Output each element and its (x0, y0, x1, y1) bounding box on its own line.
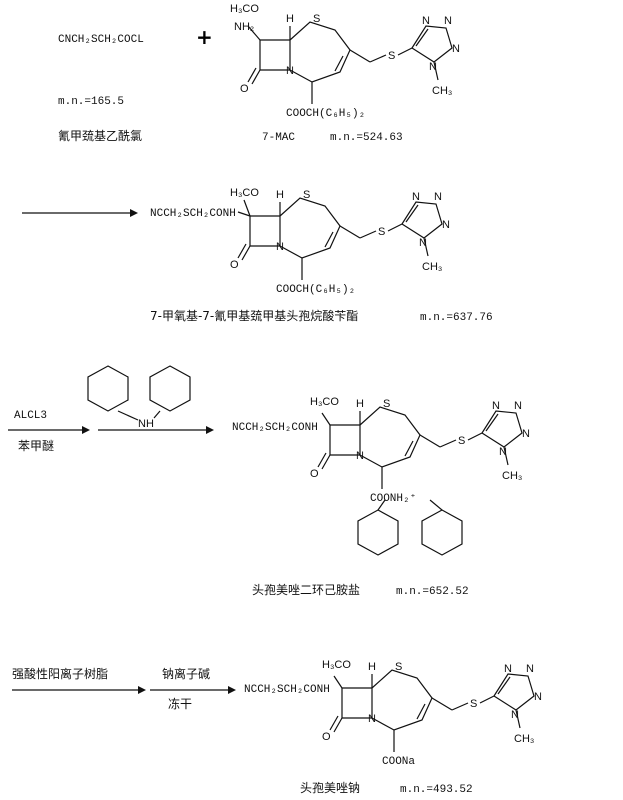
int-name: 7-甲氧基-7-氰甲基巯甲基头孢烷酸苄酯 (150, 308, 358, 323)
mac-o-carbonyl: O (240, 83, 249, 95)
salt-s-thio: S (458, 435, 465, 447)
dicyclohexylamine: NH (87, 365, 191, 430)
amine-nh: NH (138, 418, 154, 430)
int-s-ring: S (303, 189, 310, 201)
prod-tz-n3: N (534, 691, 542, 703)
mac-tz-n2: N (444, 15, 452, 27)
intermediate-structure: H₃CO H S N O S N N N N CH₃ COOCH(C₆H₅)₂ (230, 187, 450, 296)
int-n-ring: N (276, 241, 284, 253)
int-ester: COOCH(C₆H₅)₂ (276, 284, 355, 296)
step3-reagent2-top: 钠离子碱 (162, 666, 210, 681)
mac-n-ring: N (286, 65, 294, 77)
salt-name: 头孢美唑二环己胺盐 (252, 583, 360, 597)
salt-o-carbonyl: O (310, 468, 319, 480)
mac-h3co: H₃CO (230, 3, 259, 15)
int-mw: m.n.=637.76 (420, 312, 493, 324)
step1-arrow (22, 209, 138, 217)
int-s-thio: S (378, 226, 385, 238)
mac-nh2: NH₂ (234, 21, 254, 33)
step3-arrows (12, 686, 236, 694)
prod-h3co: H₃CO (322, 659, 351, 671)
int-tz-n4: N (419, 237, 427, 249)
prod-n-ring: N (368, 713, 376, 725)
plus-sign: + (196, 25, 213, 49)
salt-tz-n3: N (522, 428, 530, 440)
int-tz-n1: N (412, 191, 420, 203)
int-h-atom: H (276, 189, 284, 201)
step3-reagent1: 强酸性阳离子树脂 (12, 666, 108, 681)
salt-sidechain: NCCH₂SCH₂CONH (232, 422, 318, 434)
prod-sidechain: NCCH₂SCH₂CONH (244, 684, 330, 696)
salt-tz-n2: N (514, 400, 522, 412)
prod-ch3: CH₃ (514, 733, 534, 745)
product-structure: H₃CO H S N O S N N N N CH₃ COONa (322, 659, 542, 768)
mac-s-thio: S (388, 50, 395, 62)
mac-tz-n1: N (422, 15, 430, 27)
mac-structure: H₃CO NH₂ H S N O S N N N N CH₃ COOCH(C₆H… (230, 3, 460, 120)
step2-arrow (8, 426, 214, 434)
mac-ch3: CH₃ (432, 85, 452, 97)
mac-s-ring: S (313, 13, 320, 25)
prod-tz-n4: N (511, 709, 519, 721)
mac-tz-n3: N (452, 43, 460, 55)
prod-s-thio: S (470, 698, 477, 710)
salt-n-ring: N (356, 450, 364, 462)
reagent-name: 氰甲巯基乙酰氯 (58, 128, 142, 143)
salt-cyclohexyl-rings (357, 499, 463, 556)
step3-reagent2-bottom: 冻干 (168, 696, 192, 711)
prod-mw: m.n.=493.52 (400, 784, 473, 796)
step2-reagent-bottom: 苯甲醚 (18, 439, 54, 453)
step2-reagent-top: ALCL3 (14, 410, 47, 422)
reagent-formula: CNCH₂SCH₂COCL (58, 34, 144, 46)
mac-ester: COOCH(C₆H₅)₂ (286, 108, 365, 120)
mac-mw: m.n.=524.63 (330, 132, 403, 144)
prod-tz-n1: N (504, 663, 512, 675)
prod-ester: COONa (382, 756, 415, 768)
salt-mw: m.n.=652.52 (396, 586, 469, 598)
salt-ch3: CH₃ (502, 470, 522, 482)
int-ch3: CH₃ (422, 261, 442, 273)
salt-h3co: H₃CO (310, 396, 339, 408)
int-h3co: H₃CO (230, 187, 259, 199)
reagent-acyl-chloride: CNCH₂SCH₂COCL m.n.=165.5 氰甲巯基乙酰氯 (58, 34, 144, 143)
mac-name: 7-MAC (262, 132, 295, 144)
salt-tz-n1: N (492, 400, 500, 412)
salt-ester: COONH₂⁺ (370, 493, 416, 505)
salt-tz-n4: N (499, 446, 507, 458)
salt-h-atom: H (356, 398, 364, 410)
mac-tz-n4: N (429, 61, 437, 73)
prod-s-ring: S (395, 661, 402, 673)
int-tz-n2: N (434, 191, 442, 203)
prod-o-carbonyl: O (322, 731, 331, 743)
salt-structure: H₃CO H S N O S N N N N CH₃ COONH₂⁺ (310, 396, 530, 505)
int-tz-n3: N (442, 219, 450, 231)
int-o-carbonyl: O (230, 259, 239, 271)
reagent-mw: m.n.=165.5 (58, 96, 124, 108)
prod-name: 头孢美唑钠 (300, 780, 360, 795)
salt-s-ring: S (383, 398, 390, 410)
mac-h-atom: H (286, 13, 294, 25)
prod-h-atom: H (368, 661, 376, 673)
int-sidechain: NCCH₂SCH₂CONH (150, 208, 236, 220)
prod-tz-n2: N (526, 663, 534, 675)
